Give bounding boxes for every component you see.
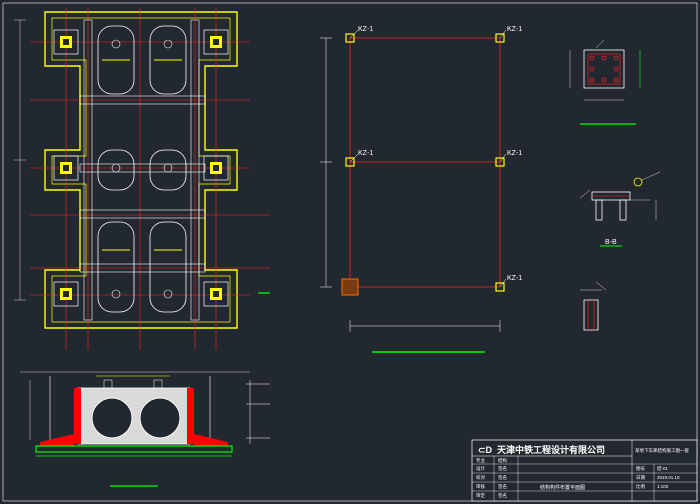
row-label: 审定 bbox=[476, 492, 485, 499]
column-section-detail bbox=[569, 39, 641, 125]
row-label: 校对 bbox=[476, 474, 485, 481]
beam-section-bb: B-B bbox=[579, 171, 661, 247]
section-label: B-B bbox=[605, 239, 617, 246]
column-kz1 bbox=[495, 33, 505, 43]
column-label: KZ-1 bbox=[507, 26, 522, 33]
column-label: KZ-1 bbox=[507, 275, 522, 282]
field-value: 结-01 bbox=[657, 465, 669, 472]
row-label: 专业 bbox=[476, 457, 485, 464]
column-label: KZ-1 bbox=[358, 26, 373, 33]
title-block: ⊂D 天津中铁工程设计有限公司 某地下车库结构施工图一套 专业 设计 校对 审核… bbox=[471, 439, 698, 502]
row-value: 签名 bbox=[498, 492, 507, 499]
tank-row-3 bbox=[97, 221, 187, 313]
column-kz1 bbox=[345, 33, 355, 43]
company-logo-icon: ⊂D bbox=[478, 445, 493, 455]
column-pads bbox=[53, 29, 229, 307]
row-value: 签名 bbox=[498, 474, 507, 481]
column-kz1 bbox=[495, 157, 505, 167]
column-layout-plan: KZ-1 KZ-1 KZ-1 KZ-1 KZ-1 bbox=[320, 26, 522, 353]
column-kz1 bbox=[345, 157, 355, 167]
row-value: 签名 bbox=[498, 483, 507, 490]
row-label: 设计 bbox=[476, 465, 485, 472]
row-label: 审核 bbox=[476, 483, 485, 490]
row-value: 签名 bbox=[498, 465, 507, 472]
tank-cross-section bbox=[20, 371, 270, 487]
plan-outline bbox=[44, 11, 238, 329]
tank-row-1 bbox=[97, 25, 187, 95]
column-label: KZ-1 bbox=[358, 150, 373, 157]
drawing-name: 结构构件布置平面图 bbox=[540, 484, 585, 491]
project-name: 某地下车库结构施工图一套 bbox=[635, 447, 689, 454]
stub-detail bbox=[580, 281, 607, 331]
tank-row-2 bbox=[97, 149, 187, 191]
field-value: 1:100 bbox=[657, 484, 669, 489]
field-label: 比例 bbox=[636, 483, 645, 490]
row-value: 结构 bbox=[498, 457, 507, 464]
column-hatched bbox=[341, 278, 359, 296]
column-kz1 bbox=[495, 282, 505, 292]
foundation-plan bbox=[14, 8, 270, 350]
field-value: 2019.01.10 bbox=[657, 475, 680, 480]
column-label: KZ-1 bbox=[507, 150, 522, 157]
field-label: 日期 bbox=[636, 475, 645, 481]
company-name: 天津中铁工程设计有限公司 bbox=[497, 444, 605, 455]
field-label: 图号 bbox=[636, 466, 645, 472]
